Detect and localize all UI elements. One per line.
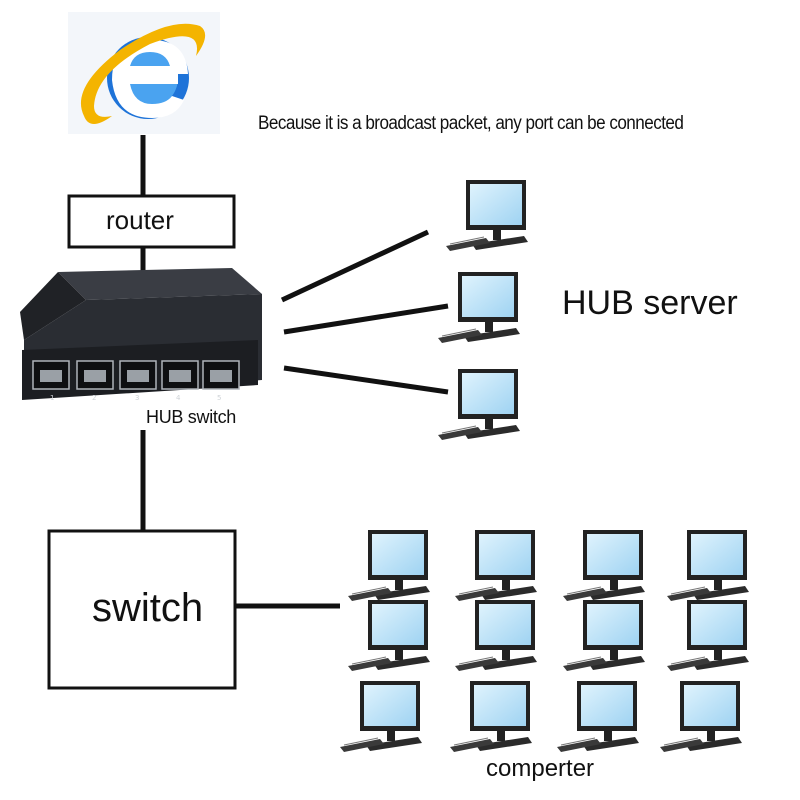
hub-switch-label: HUB switch [146,407,237,427]
hub-port-label: 2 [92,394,96,402]
desktop-computer-icon [454,599,538,672]
hub-port-label: 3 [135,394,139,402]
hub-port-label: 5 [217,394,221,402]
desktop-computer-icon [347,599,431,672]
desktop-computer-icon [562,529,646,602]
desktop-computer-icon [556,680,640,753]
hub-server-label: HUB server [562,284,738,322]
switch-computers [339,529,750,753]
hub-server-link-1 [280,229,430,303]
switch-label: switch [92,586,204,630]
hub-server-link-2 [283,303,449,335]
broadcast-note: Because it is a broadcast packet, any po… [258,113,684,134]
desktop-computer-icon [666,529,750,602]
desktop-computer-icon [347,529,431,602]
desktop-computer-icon [659,680,743,753]
hub-port-label: 1 [50,394,54,402]
desktop-computer-icon [666,599,750,672]
hub-server-computers [437,179,529,441]
desktop-computer-icon [562,599,646,672]
hub-server-link-3 [283,365,449,395]
desktop-computer-icon [449,680,533,753]
internet-explorer-icon [68,12,220,134]
switch-box [47,529,237,690]
hub-port-label: 4 [176,394,181,402]
computer-label: comperter [486,755,595,782]
desktop-computer-icon [437,368,521,441]
network-hub-icon: 1 2 3 4 5 [20,268,262,402]
desktop-computer-icon [339,680,423,753]
router-box [67,194,236,249]
router-label: router [106,205,174,235]
desktop-computer-icon [445,179,529,252]
desktop-computer-icon [454,529,538,602]
connection-lines [140,135,449,609]
desktop-computer-icon [437,271,521,344]
